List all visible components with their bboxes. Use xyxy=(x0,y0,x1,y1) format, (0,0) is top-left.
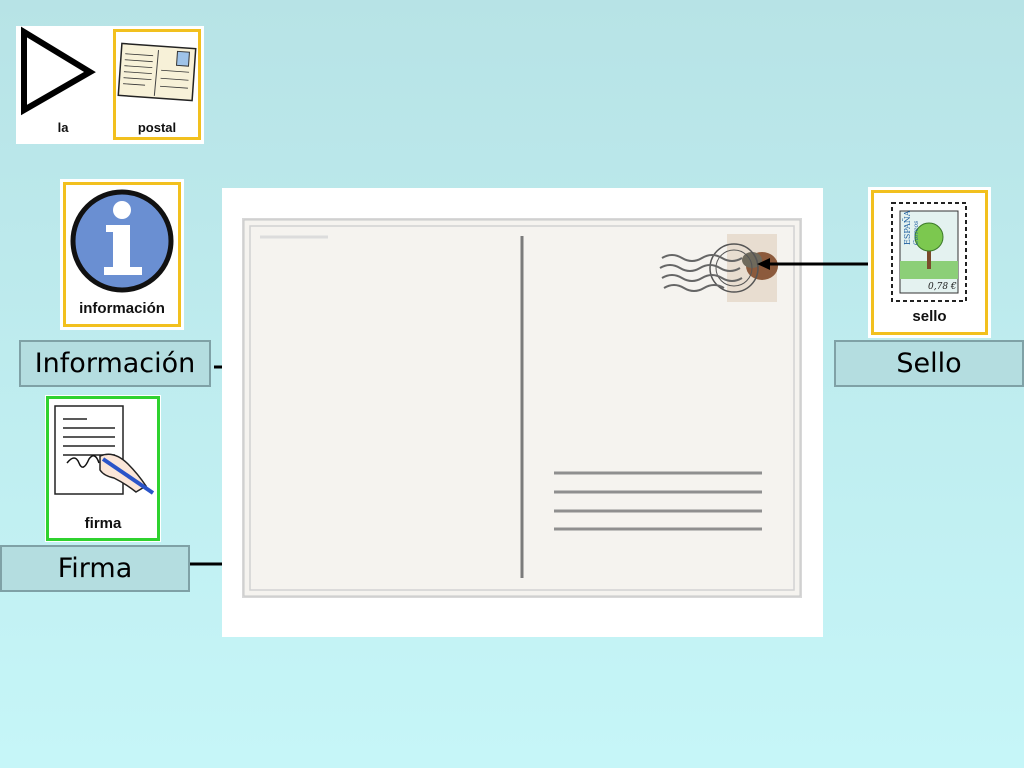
informacion-caption-text: Información xyxy=(34,348,196,379)
svg-text:ESPAÑA: ESPAÑA xyxy=(903,210,912,245)
postcard-image xyxy=(222,188,823,637)
info-card-label: información xyxy=(79,300,165,317)
title-card-postal-label: postal xyxy=(137,120,177,135)
sello-caption: Sello xyxy=(834,340,1024,387)
svg-text:0,78 €: 0,78 € xyxy=(928,282,957,292)
play-triangle-icon xyxy=(21,26,96,116)
title-card-postal: postal xyxy=(110,26,204,144)
signature-hand-icon xyxy=(54,405,155,495)
sello-arrow xyxy=(757,258,868,270)
stamp-icon: ESPAÑA Correos 0,78 € xyxy=(891,202,967,302)
info-icon xyxy=(70,189,174,293)
firma-caption: Firma xyxy=(0,545,190,592)
firma-card-label: firma xyxy=(84,515,122,532)
svg-text:Correos: Correos xyxy=(913,221,920,245)
sello-card: ESPAÑA Correos 0,78 € sello xyxy=(868,187,991,338)
info-card: información xyxy=(60,179,184,330)
title-card-la-label: la xyxy=(57,120,69,135)
address-lines xyxy=(554,471,762,531)
firma-card: firma xyxy=(45,395,161,542)
firma-caption-text: Firma xyxy=(57,553,133,584)
informacion-caption: Información xyxy=(19,340,211,387)
title-card-la: la xyxy=(16,26,110,144)
postcard-drawing xyxy=(242,218,802,598)
sello-caption-text: Sello xyxy=(896,348,962,379)
postcard-pictogram-icon xyxy=(117,42,197,102)
sello-card-label: sello xyxy=(912,308,947,325)
